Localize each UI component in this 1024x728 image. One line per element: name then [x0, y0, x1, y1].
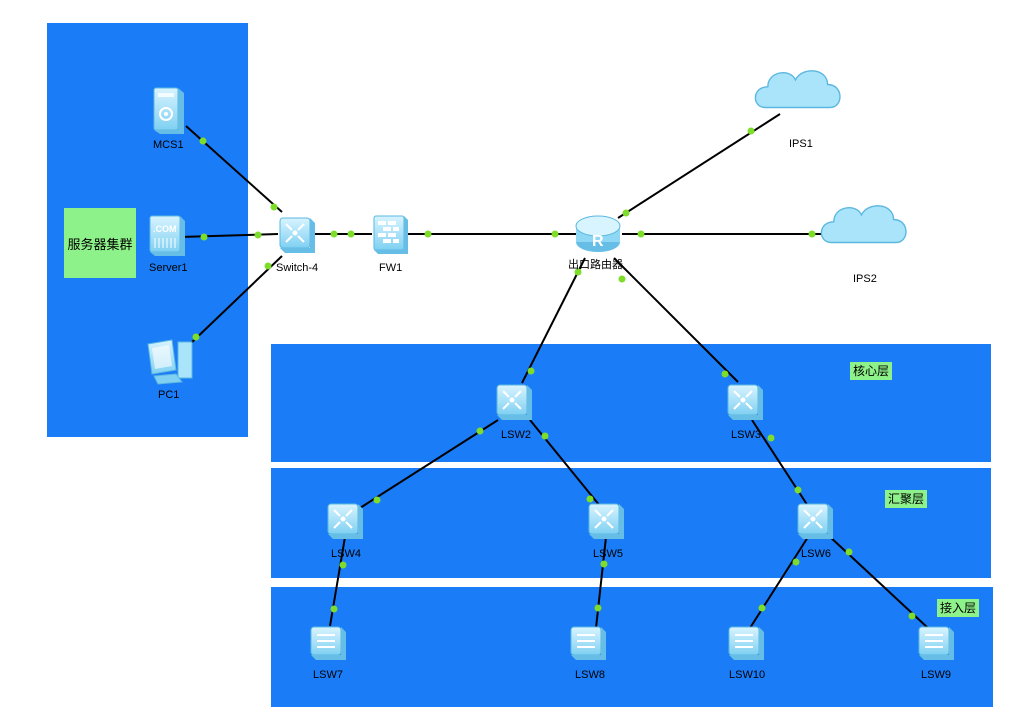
link-router-lsw3: [613, 257, 739, 383]
aggregation-layer-tag: 汇聚层: [885, 490, 928, 508]
core-layer-tag: 核心层: [850, 362, 893, 380]
lsw5-label: LSW5: [593, 548, 623, 560]
fw1-label: FW1: [379, 262, 402, 274]
lsw4-l3-switch-icon[interactable]: [327, 503, 364, 540]
mcs1-server-icon[interactable]: [153, 87, 184, 134]
server1-label: Server1: [149, 262, 188, 274]
link-router-ips1: [617, 113, 781, 219]
port-dots: [192, 127, 916, 620]
lsw2-l3-switch-icon[interactable]: [496, 384, 533, 421]
link-pc1-switch4: [189, 255, 283, 345]
access-layer-tag: 接入层: [937, 599, 980, 617]
lsw2-label: LSW2: [501, 429, 531, 441]
lsw7-label: LSW7: [313, 669, 343, 681]
link-lsw6-lsw9: [827, 534, 929, 629]
ips1-label: IPS1: [789, 138, 813, 150]
lsw9-label: LSW9: [921, 669, 951, 681]
access-layer-zone: [271, 587, 993, 707]
server1-server-icon[interactable]: .COM: [149, 215, 185, 256]
aggregation-layer-zone: [271, 468, 991, 578]
lsw9-l2-switch-icon[interactable]: [918, 626, 955, 661]
mcs1-label: MCS1: [153, 139, 184, 151]
lsw10-label: LSW10: [729, 669, 765, 681]
svg-text:.COM: .COM: [153, 224, 177, 234]
router-label: 出口路由器: [568, 257, 623, 271]
lsw8-label: LSW8: [575, 669, 605, 681]
server-cluster-tag: 服务器集群: [64, 208, 136, 278]
switch4-label: Switch-4: [276, 262, 318, 274]
ips2-cloud-icon[interactable]: [820, 205, 907, 244]
lsw5-l3-switch-icon[interactable]: [588, 503, 625, 540]
link-lsw6-lsw10: [749, 536, 809, 629]
link-lsw2-lsw5: [529, 419, 601, 507]
switch4-l3-switch-icon[interactable]: [279, 217, 316, 254]
lsw8-l2-switch-icon[interactable]: [570, 626, 607, 661]
fw1-firewall-icon[interactable]: [373, 215, 408, 254]
link-server1-switch4: [179, 233, 279, 238]
link-router-lsw2: [521, 257, 586, 384]
ips2-label: IPS2: [853, 273, 877, 285]
lsw10-l2-switch-icon[interactable]: [728, 626, 765, 661]
lsw3-label: LSW3: [731, 429, 761, 441]
svg-text:R: R: [592, 233, 604, 250]
link-lsw5-lsw8: [595, 536, 607, 629]
lsw6-l3-switch-icon[interactable]: [797, 503, 834, 540]
lsw4-label: LSW4: [331, 548, 361, 560]
ips1-cloud-icon[interactable]: [754, 70, 841, 109]
lsw6-label: LSW6: [801, 548, 831, 560]
link-lsw2-lsw4: [359, 419, 499, 509]
router-router-icon[interactable]: R: [575, 215, 621, 252]
pc1-pc-icon[interactable]: [147, 339, 193, 385]
lsw7-l2-switch-icon[interactable]: [310, 626, 347, 661]
lsw3-l3-switch-icon[interactable]: [727, 384, 764, 421]
pc1-label: PC1: [158, 389, 179, 401]
